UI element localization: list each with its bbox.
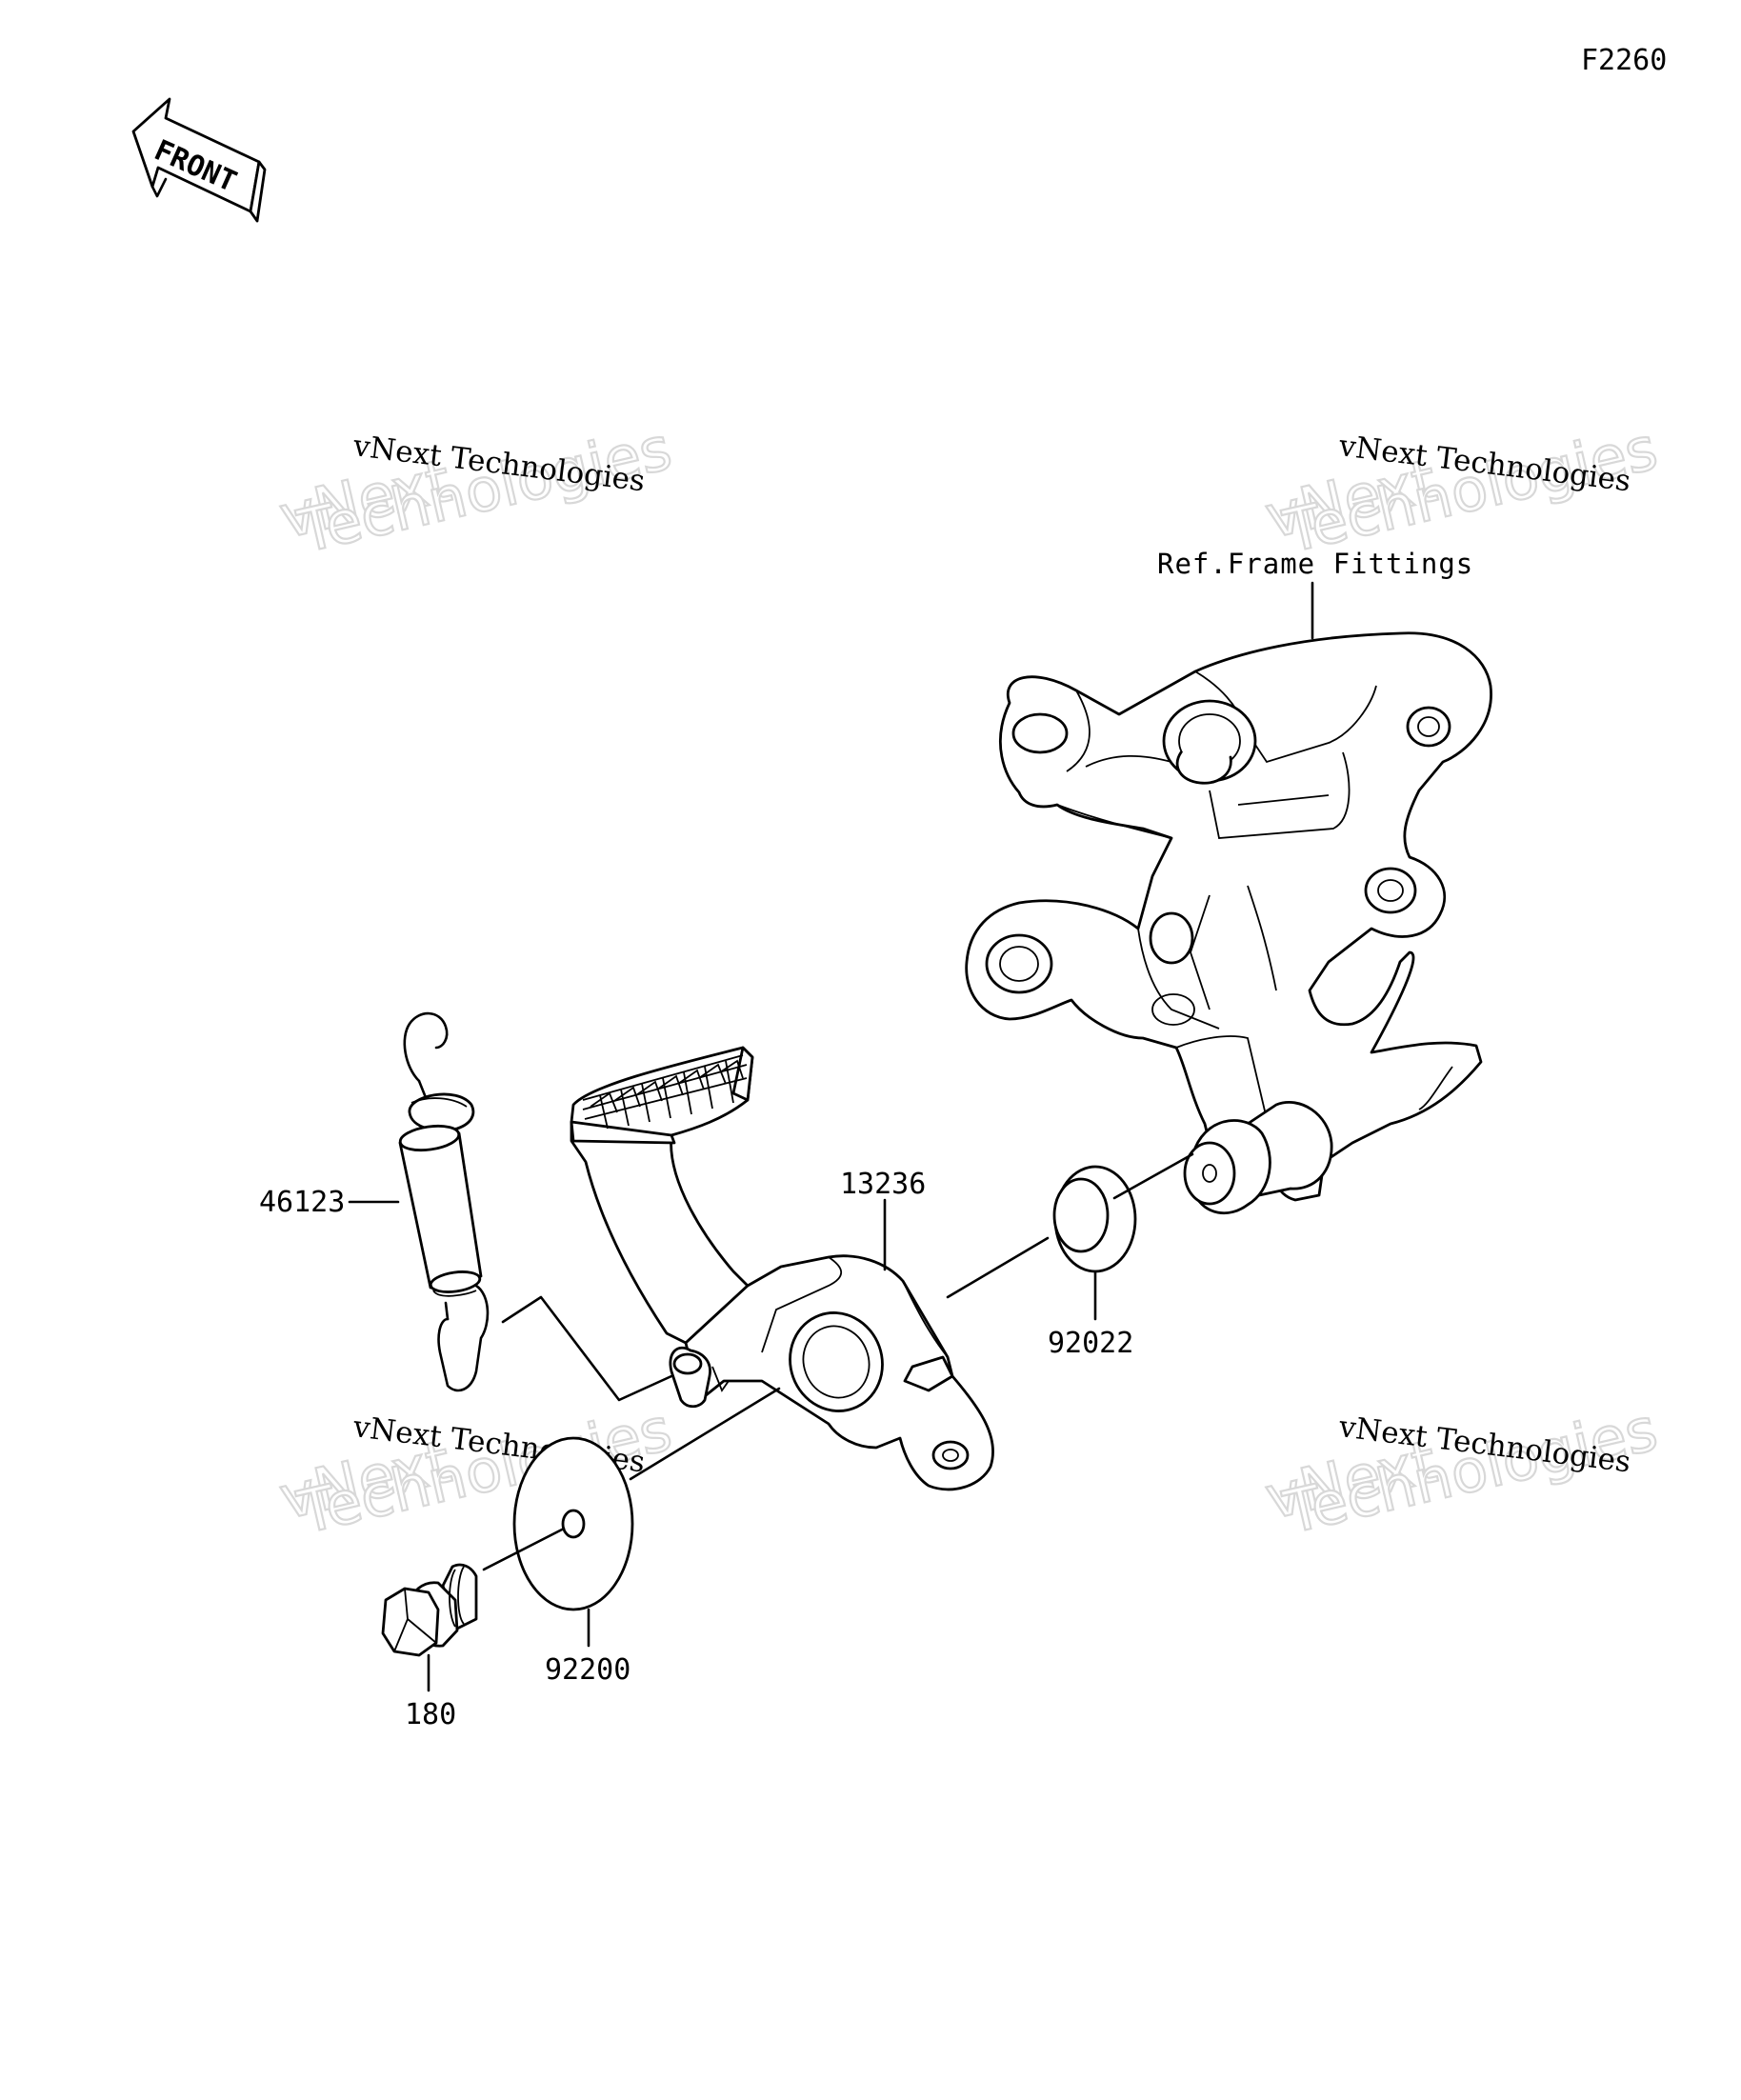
watermark-top-right: vNext Technologies vNext Technologies [1258, 412, 1665, 568]
part-number-46123: 46123 [259, 1186, 345, 1219]
assembly-line-washer-pedal [629, 1387, 781, 1481]
part-number-92022: 92022 [1048, 1327, 1133, 1360]
spacer-washer [1052, 1165, 1137, 1273]
frame-bracket [965, 631, 1492, 1202]
assembly-line-washer-shaft [1112, 1152, 1194, 1200]
watermark-top-left: vNext Technologies vNext Technologies [272, 412, 679, 568]
pivot-shaft [1183, 1101, 1333, 1214]
brake-pedal [570, 1046, 994, 1491]
return-spring [398, 1011, 490, 1392]
front-arrow-icon: FRONT [131, 97, 267, 223]
watermark-bottom-right: vNext Technologies vNext Technologies [1258, 1393, 1665, 1549]
assembly-line-bolt-washer [482, 1527, 566, 1571]
washer [512, 1436, 634, 1611]
part-number-180: 180 [405, 1698, 456, 1731]
part-number-92200: 92200 [545, 1653, 630, 1687]
flange-bolt [381, 1563, 478, 1657]
figure-code: F2260 [1581, 44, 1667, 77]
part-number-13236: 13236 [840, 1168, 926, 1201]
assembly-line-spring-pin [501, 1295, 673, 1402]
reference-label: Ref.Frame Fittings [1157, 548, 1473, 580]
pedal-tread-grip [582, 1054, 748, 1130]
assembly-line-pedal-washer [946, 1236, 1050, 1299]
